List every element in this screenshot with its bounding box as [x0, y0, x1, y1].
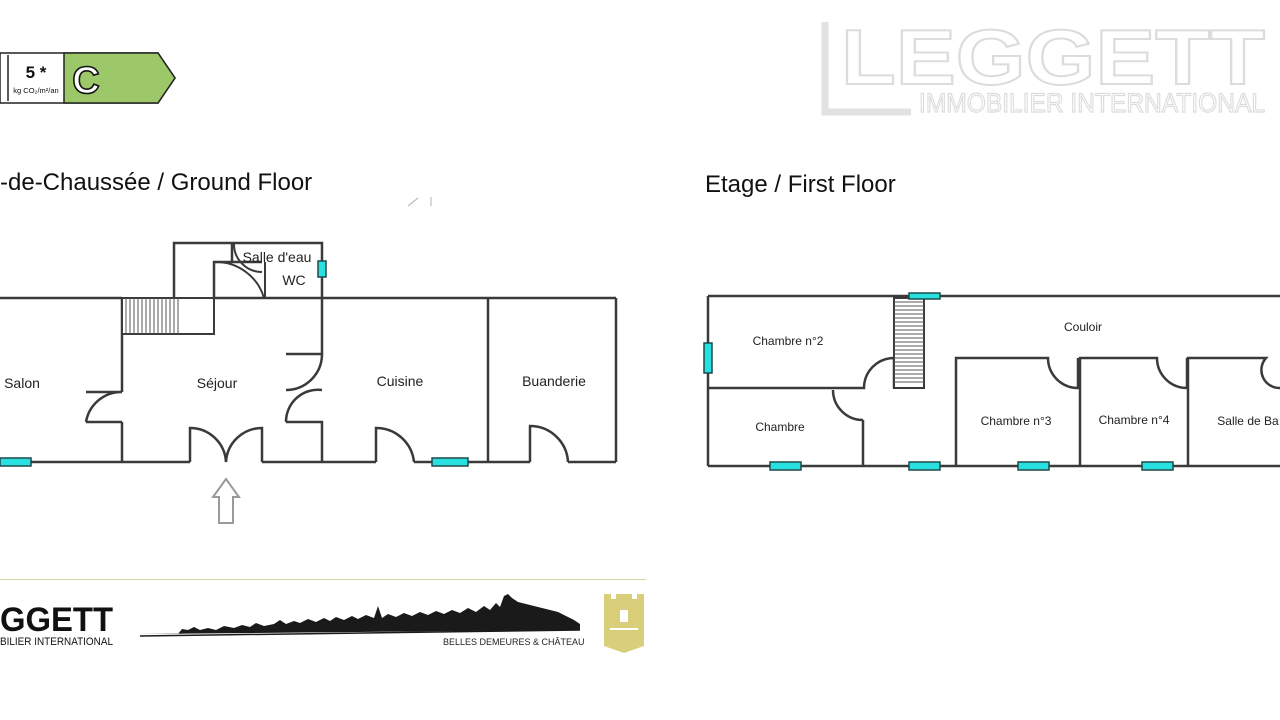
energy-label: 5 * kg CO₂/m²/an C	[0, 52, 176, 104]
window	[908, 292, 941, 300]
ground-staircase	[121, 297, 215, 335]
energy-unit: kg CO₂/m²/an	[13, 86, 58, 95]
ground-floor-title: -de-Chaussée / Ground Floor	[0, 169, 313, 196]
watermark-l-bracket	[821, 22, 911, 116]
room-label-sejour: Séjour	[197, 375, 238, 391]
room-label-salon: Salon	[4, 375, 40, 391]
room-label-wc: WC	[282, 272, 305, 288]
window	[908, 461, 941, 471]
room-label-cuisine: Cuisine	[377, 373, 424, 389]
room-label-chambre: Chambre	[755, 420, 805, 434]
window	[1141, 461, 1174, 471]
watermark-brand: LEGGETT	[841, 14, 1265, 101]
footer-logo: GGETT BILIER INTERNATIONAL	[0, 601, 113, 648]
window	[1017, 461, 1050, 471]
footer-divider	[0, 579, 646, 580]
energy-value: 5 *	[26, 63, 47, 82]
footer-tagline: BILIER INTERNATIONAL	[0, 636, 113, 648]
window	[769, 461, 802, 471]
energy-grade-arrow	[63, 52, 176, 104]
window	[703, 342, 713, 374]
room-label-salle-deau: Salle d'eau	[243, 249, 312, 265]
room-label-couloir: Couloir	[1064, 320, 1102, 334]
watermark-logo: LEGGETT IMMOBILIER INTERNATIONAL	[821, 14, 1266, 119]
watermark-tagline: IMMOBILIER INTERNATIONAL	[919, 88, 1265, 118]
room-label-chambre-2: Chambre n°2	[753, 334, 824, 348]
skyline-icon: BELLES DEMEURES & CHÂTEAUX	[139, 594, 584, 647]
entrance-arrow-icon	[211, 477, 241, 524]
room-label-chambre-3: Chambre n°3	[981, 414, 1052, 428]
footer-slogan: BELLES DEMEURES & CHÂTEAUX	[443, 637, 584, 647]
window	[317, 260, 327, 278]
room-label-salle-de-bain: Salle de Ba	[1217, 414, 1279, 428]
first-staircase	[893, 297, 925, 389]
energy-grade: C	[72, 60, 99, 102]
room-label-buanderie: Buanderie	[522, 373, 586, 389]
room-label-chambre-4: Chambre n°4	[1099, 413, 1170, 427]
first-floor-plan: Chambre n°2 Couloir Chambre Chambre n°3 …	[703, 292, 1280, 471]
first-floor-title: Etage / First Floor	[705, 171, 896, 198]
window	[431, 457, 469, 467]
ground-floor-plan: Salon Séjour Cuisine Buanderie Salle d'e…	[0, 197, 618, 524]
footer-brand: GGETT	[0, 601, 113, 639]
castle-icon	[604, 594, 644, 653]
window	[0, 457, 32, 467]
